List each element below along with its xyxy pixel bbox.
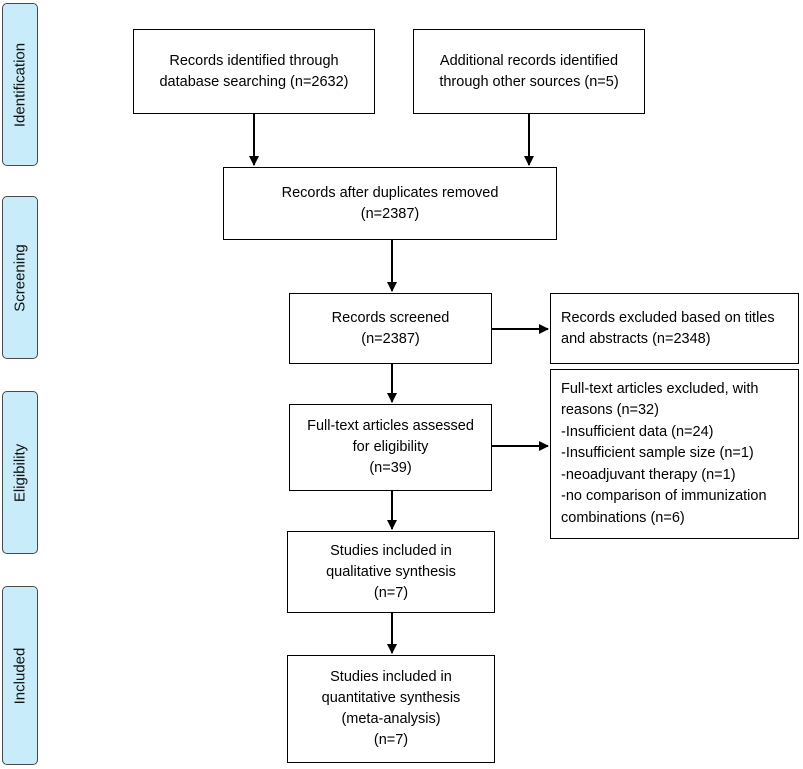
phase-eligibility: Eligibility [2,391,38,554]
phase-label-eligibility: Eligibility [11,443,29,502]
phase-label-included: Included [11,647,29,704]
box-records-excluded: Records excluded based on titles and abs… [550,293,799,364]
box-fulltext-assessed: Full-text articles assessed for eligibil… [289,404,492,491]
phase-label-identification: Identification [11,42,29,127]
box-database-search: Records identified through database sear… [133,29,375,114]
box-qualitative-synthesis: Studies included in qualitative synthesi… [287,531,495,613]
box-duplicates-removed: Records after duplicates removed (n=2387… [223,167,557,240]
phase-screening: Screening [2,196,38,359]
phase-label-screening: Screening [11,243,29,312]
phase-identification: Identification [2,3,38,166]
box-fulltext-excluded: Full-text articles excluded, with reason… [550,369,799,539]
box-records-screened: Records screened (n=2387) [289,293,492,364]
box-other-sources: Additional records identified through ot… [413,29,645,114]
phase-included: Included [2,586,38,765]
box-quantitative-synthesis: Studies included in quantitative synthes… [287,655,495,763]
